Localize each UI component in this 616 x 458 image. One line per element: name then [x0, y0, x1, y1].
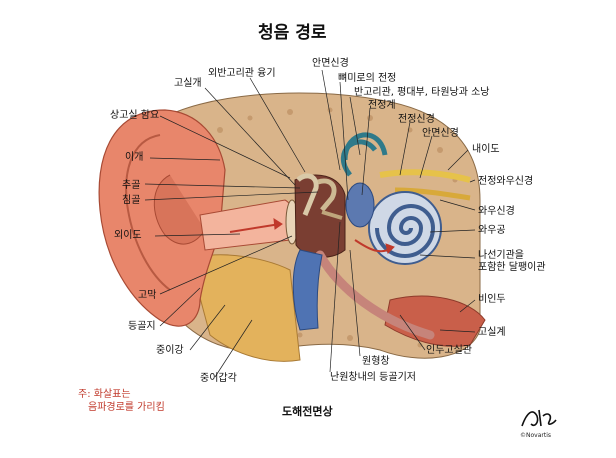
note-line-1: 주: 화살표는 [78, 389, 131, 400]
label-round-window: 원형창 [362, 356, 390, 367]
label-middle-ear-lining: 중이갑각 [200, 373, 237, 384]
artist-signature-icon [521, 409, 557, 427]
arrow-note: 주: 화살표는 음파경로를 가리킴 [78, 388, 165, 414]
label-stapes-footplate: 난원창내의 등골기저 [330, 372, 416, 383]
cochlea [368, 191, 442, 265]
stapes-shape [321, 210, 343, 220]
label-external-auditory-canal: 외이도 [114, 230, 142, 241]
label-attic: 고실개 [174, 78, 202, 89]
label-incus: 침골 [122, 195, 141, 206]
eustachian-tube-shape [315, 250, 435, 340]
subtitle: 도해전면상 [282, 405, 333, 418]
label-vestibulocochlear-nerve: 전정와우신경 [478, 176, 534, 187]
label-eardrum: 고막 [138, 290, 157, 301]
incus-shape [317, 178, 337, 212]
semicircular-canals [340, 132, 388, 177]
sound-path-arrows [229, 218, 395, 254]
cochlear-nerve-shape [394, 187, 471, 201]
label-tympanic-cavity: 고실계 [478, 327, 506, 338]
label-malleus: 추골 [122, 180, 141, 191]
label-internal-auditory-canal: 내이도 [472, 144, 500, 155]
label-outer-ear-canal-ridge: 외반고리관 융기 [208, 68, 276, 79]
label-spiral-organ: 나선기관을 포함한 달팽이관 [478, 250, 546, 273]
vestibular-nerve-shape [379, 169, 471, 183]
note-line-2: 음파경로를 가리킴 [88, 402, 165, 413]
label-eustachian-tube: 인두고실관 [426, 345, 472, 356]
label-middle-ear: 중이강 [156, 345, 184, 356]
vestibule-shape [345, 182, 375, 228]
label-vestibule: 전정계 [368, 100, 396, 111]
label-epitympanic-recess: 상고실 함요 [110, 110, 160, 121]
leader-lines [144, 69, 476, 378]
copyright: ©Novartis [520, 432, 551, 439]
auricle-concha [153, 174, 206, 245]
malleus-shape [296, 173, 319, 216]
label-auricle: 이개 [125, 152, 144, 163]
label-facial-nerve: 안면신경 [312, 58, 349, 69]
jugular-vessel [292, 249, 323, 331]
label-cartilage: 등골지 [128, 321, 156, 332]
label-nasopharynx: 비인두 [478, 294, 506, 305]
label-ossicle-ridge: 뼈미로의 전정 [338, 73, 397, 84]
label-cochlear-duct: 와우공 [478, 225, 506, 236]
page-title: 청음 경로 [258, 23, 327, 43]
label-semicircular-canals: 반고리관, 평대부, 타원낭과 소낭 [354, 87, 490, 98]
pharyngeal-muscle [384, 295, 486, 347]
label-facial-nerve-2: 안면신경 [422, 128, 459, 139]
parotid-region [189, 254, 301, 362]
label-vestibular-nerve: 전정신경 [398, 114, 435, 125]
auricle-inner-fold [125, 134, 171, 291]
label-cochlear-nerve: 와우신경 [478, 206, 515, 217]
